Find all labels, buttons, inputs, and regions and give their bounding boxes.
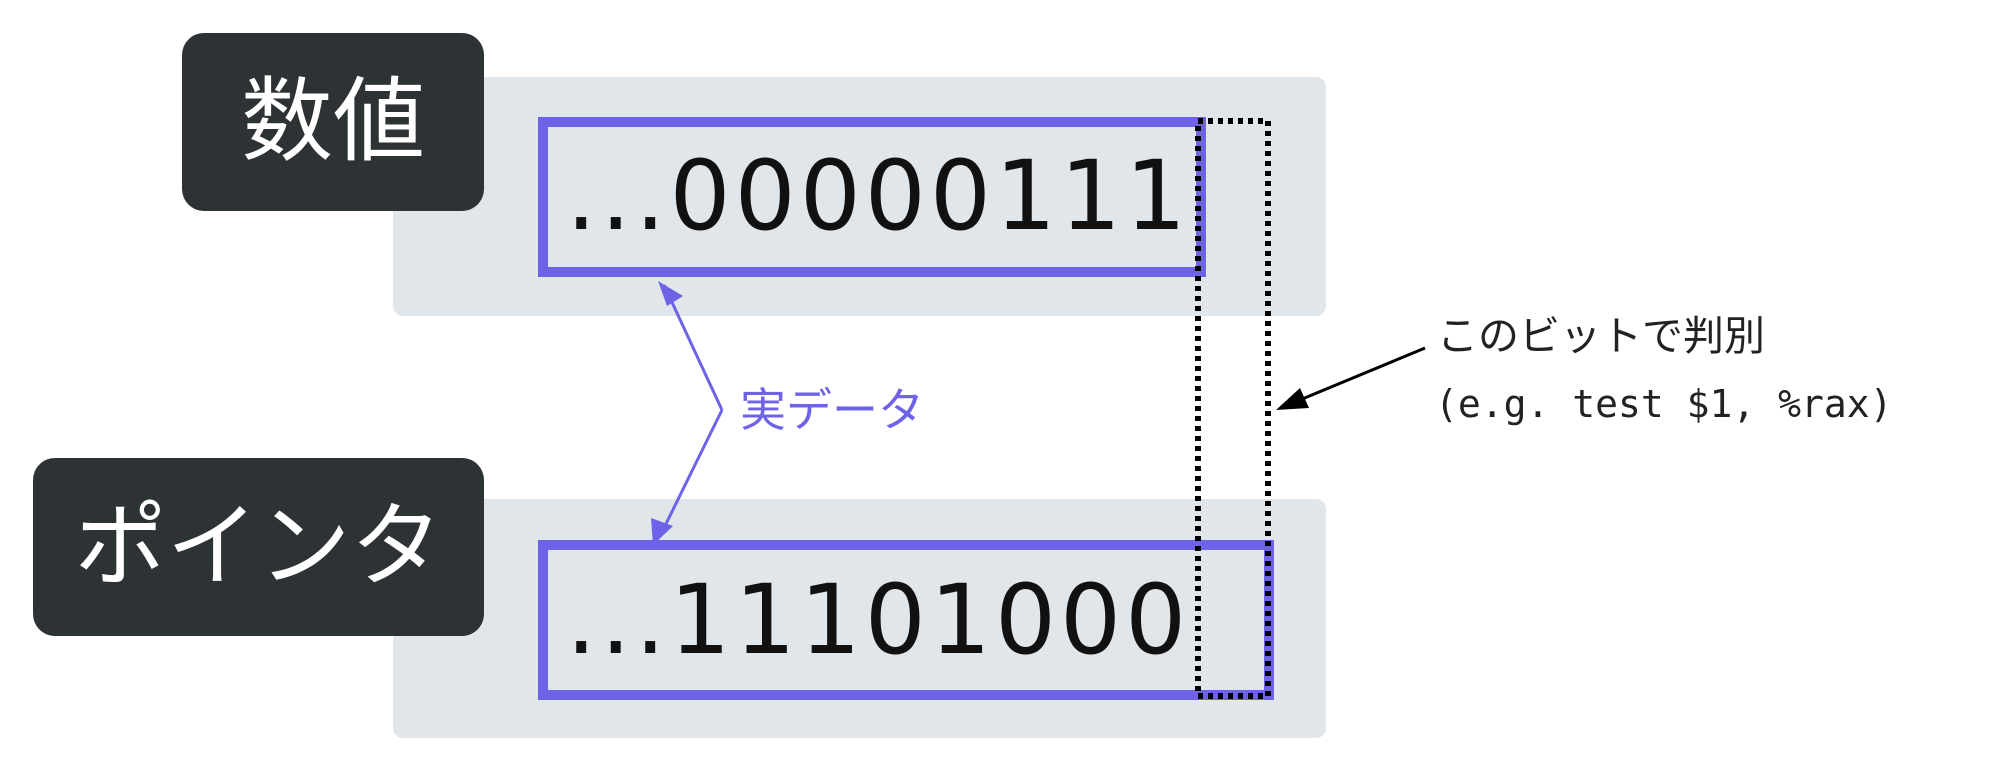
pointer-label: ポインタ [33,458,484,636]
real-data-arrowhead-up [658,281,683,306]
tag-bit-arrowhead [1276,388,1309,410]
tag-bit-pointer-line [1294,346,1426,404]
pointer-bits: ...11101000 [566,564,1191,676]
tag-bit-outline [1195,118,1271,699]
number-bits: ...00000111 [566,140,1191,252]
number-label: 数値 [182,33,484,211]
real-data-arrowhead-down [651,518,673,545]
real-data-caption: 実データ [740,383,924,437]
pointer-data-box [538,540,1274,700]
real-data-arrow-down [659,409,724,535]
example-caption: (e.g. test $1, %rax) [1435,382,1893,426]
real-data-arrow-up [662,284,724,411]
tag-bit-caption: このビットで判別 [1437,312,1765,360]
